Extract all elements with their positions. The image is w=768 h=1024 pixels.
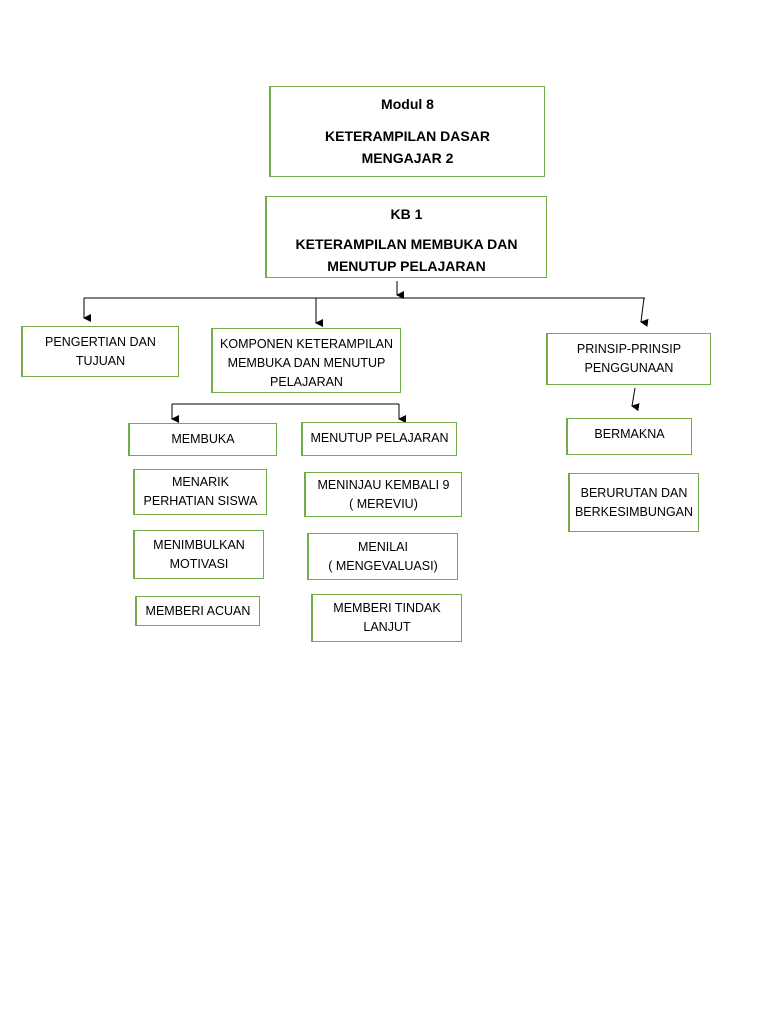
connector-to-bermakna — [631, 387, 640, 412]
bermakna-box: BERMAKNA — [566, 418, 692, 455]
menutup-box: MENUTUP PELAJARAN — [301, 422, 457, 456]
komponen-line1: KOMPONEN KETERAMPILAN — [220, 337, 393, 351]
pengertian-line1: PENGERTIAN DAN — [45, 335, 156, 349]
meninjau-line2: ( MEREVIU) — [349, 496, 418, 511]
komponen-box: KOMPONEN KETERAMPILAN MEMBUKA DAN MENUTU… — [211, 328, 401, 393]
memberi-acuan-label: MEMBERI ACUAN — [145, 603, 251, 618]
menimbulkan-line1: MENIMBULKAN — [153, 537, 245, 552]
prinsip-line2: PENGGUNAAN — [584, 361, 674, 375]
menimbulkan-line2: MOTIVASI — [169, 556, 229, 571]
module-title-line2: MENGAJAR 2 — [361, 150, 454, 166]
menutup-label: MENUTUP PELAJARAN — [310, 431, 449, 445]
prinsip-box: PRINSIP-PRINSIP PENGGUNAAN — [546, 333, 711, 385]
kb-title-line2: MENUTUP PELAJARAN — [327, 258, 486, 274]
module-heading: Modul 8 — [381, 96, 434, 112]
berurutan-line2: BERKESIMBUNGAN — [574, 504, 694, 519]
module-box: Modul 8 KETERAMPILAN DASAR MENGAJAR 2 — [269, 86, 545, 177]
pengertian-line2: TUJUAN — [75, 354, 126, 368]
meninjau-box: MENINJAU KEMBALI 9 ( MEREVIU) — [304, 472, 462, 517]
menilai-box: MENILAI ( MENGEVALUASI) — [307, 533, 458, 580]
connector-to-prinsip — [640, 297, 649, 327]
menilai-line1: MENILAI — [357, 539, 408, 554]
membuka-box: MEMBUKA — [128, 423, 277, 456]
kb-box: KB 1 KETERAMPILAN MEMBUKA DAN MENUTUP PE… — [265, 196, 547, 278]
komponen-line3: PELAJARAN — [270, 375, 343, 389]
menimbulkan-box: MENIMBULKAN MOTIVASI — [133, 530, 264, 579]
memberi-tindak-line1: MEMBERI TINDAK — [333, 601, 441, 615]
prinsip-line1: PRINSIP-PRINSIP — [576, 342, 682, 356]
berurutan-line1: BERURUTAN DAN — [580, 485, 688, 500]
module-title-line1: KETERAMPILAN DASAR — [325, 128, 490, 144]
menilai-line2: ( MENGEVALUASI) — [328, 558, 438, 573]
menarik-line1: MENARIK — [172, 475, 229, 489]
komponen-line2: MEMBUKA DAN MENUTUP — [227, 356, 386, 370]
memberi-acuan-box: MEMBERI ACUAN — [135, 596, 260, 626]
berurutan-box: BERURUTAN DAN BERKESIMBUNGAN — [568, 473, 699, 532]
kb-heading: KB 1 — [390, 206, 423, 222]
memberi-tindak-box: MEMBERI TINDAK LANJUT — [311, 594, 462, 642]
membuka-label: MEMBUKA — [171, 432, 235, 446]
pengertian-box: PENGERTIAN DAN TUJUAN — [21, 326, 179, 377]
meninjau-line1: MENINJAU KEMBALI 9 — [317, 477, 450, 492]
memberi-tindak-line2: LANJUT — [363, 620, 411, 634]
kb-title-line1: KETERAMPILAN MEMBUKA DAN — [295, 236, 518, 252]
bermakna-label: BERMAKNA — [594, 427, 665, 441]
menarik-box: MENARIK PERHATIAN SISWA — [133, 469, 267, 515]
menarik-line2: PERHATIAN SISWA — [143, 494, 258, 508]
